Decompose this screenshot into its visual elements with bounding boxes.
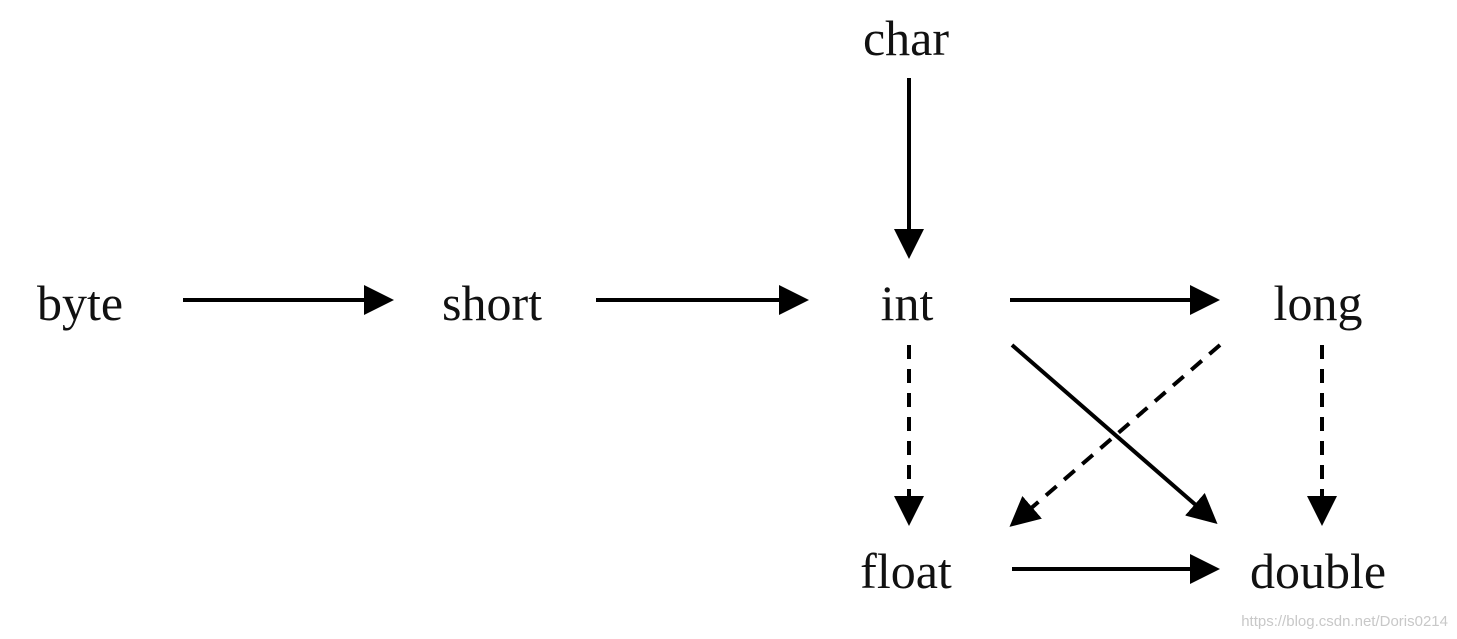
node-int: int — [881, 275, 934, 331]
edge-int-to-double — [1010, 343, 1218, 524]
node-char: char — [863, 10, 949, 66]
node-byte: byte — [37, 275, 123, 331]
nodes-layer: char byte short int long float double — [37, 10, 1386, 599]
edge-long-to-float — [1009, 343, 1222, 527]
edges-layer — [183, 78, 1337, 584]
node-double: double — [1250, 543, 1386, 599]
node-long: long — [1274, 275, 1363, 331]
node-short: short — [442, 275, 542, 331]
watermark-text: https://blog.csdn.net/Doris0214 — [1241, 613, 1448, 630]
node-float: float — [860, 543, 952, 599]
